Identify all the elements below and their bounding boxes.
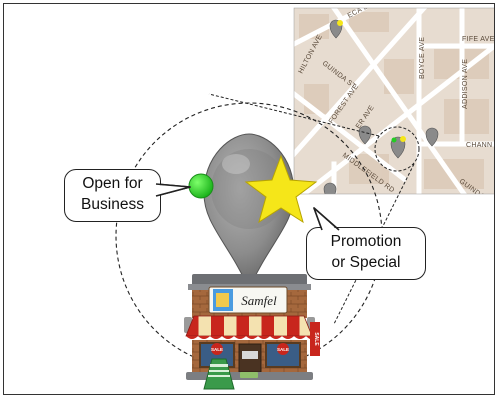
zoom-connector-line xyxy=(208,93,380,137)
open-status-icon xyxy=(188,173,214,199)
map-street-label: BOYCE AVE xyxy=(419,37,426,79)
map-pin-icon[interactable] xyxy=(329,19,343,39)
callout-promo-line1: Promotion xyxy=(330,233,402,250)
map-pin-icon[interactable] xyxy=(323,182,337,201)
callout-open-line2: Business xyxy=(81,196,144,213)
map-street-label: CHANN xyxy=(466,142,492,149)
map-zoom-circle xyxy=(374,126,420,172)
store-sign: Samfel xyxy=(241,293,277,308)
sale-badge-right: SALE xyxy=(277,347,289,352)
callout-tail-open xyxy=(155,183,191,197)
map-pin-icon[interactable] xyxy=(358,125,372,145)
diagram-frame: ECA ST FIFE AVE BOYCE AVE ADDISON AVE HI… xyxy=(3,3,495,395)
map-street-label: FIFE AVE xyxy=(462,36,495,43)
callout-promo-line2: or Special xyxy=(331,254,401,271)
map-pin-icon[interactable] xyxy=(390,136,406,159)
sale-badge-left: SALE xyxy=(211,347,223,352)
callout-promotion-or-special: Promotion or Special xyxy=(306,227,426,280)
diagram-canvas: ECA ST FIFE AVE BOYCE AVE ADDISON AVE HI… xyxy=(115,4,495,390)
storefront-icon: Samfel SALE SALE SALE xyxy=(184,274,320,390)
promotion-star-icon xyxy=(244,154,318,224)
map-street-label: ADDISON AVE xyxy=(462,59,469,109)
map-street-label: ECA ST xyxy=(347,4,374,20)
callout-open-for-business: Open for Business xyxy=(64,169,161,222)
map-pin-icon[interactable] xyxy=(425,127,439,147)
callout-open-line1: Open for xyxy=(82,175,143,192)
map-inset: ECA ST FIFE AVE BOYCE AVE ADDISON AVE HI… xyxy=(294,4,495,201)
side-sale-banner: SALE xyxy=(313,332,319,346)
